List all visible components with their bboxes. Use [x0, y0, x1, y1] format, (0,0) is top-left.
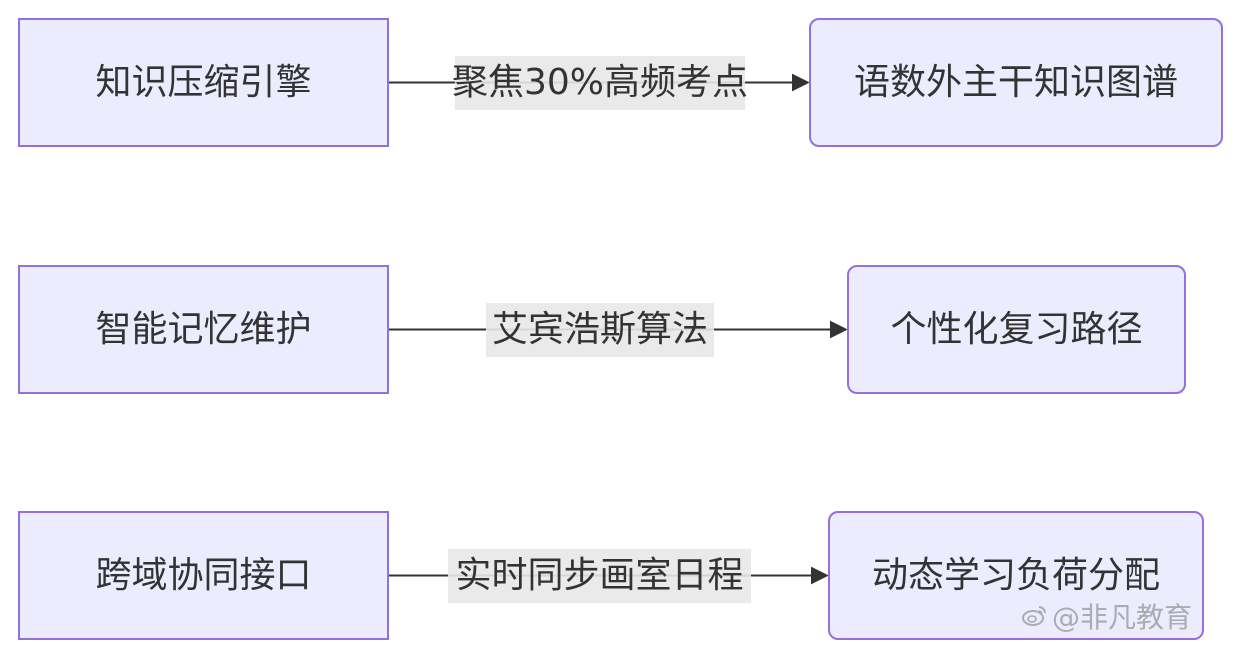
watermark-text: @非凡教育: [1052, 601, 1193, 634]
node-label: 智能记忆维护: [95, 309, 311, 350]
edge-label-background: [486, 303, 714, 357]
node-knowledge-graph[interactable]: 语数外主干知识图谱: [809, 18, 1223, 147]
weibo-logo-icon: [1022, 606, 1046, 626]
edge-row-3: 实时同步画室日程: [389, 549, 829, 603]
node-label: 动态学习负荷分配: [872, 555, 1160, 596]
flow-row-1: 知识压缩引擎 聚焦30%高频考点 语数外主干知识图谱: [18, 18, 1223, 147]
edge-row-2: 艾宾浩斯算法: [389, 303, 848, 357]
edge-label: 聚焦30%高频考点: [452, 62, 748, 103]
node-label: 个性化复习路径: [890, 309, 1142, 350]
node-personalized-review-path[interactable]: 个性化复习路径: [847, 265, 1186, 394]
flow-row-3: 跨域协同接口 实时同步画室日程 动态学习负荷分配: [18, 511, 1204, 640]
flow-row-2: 智能记忆维护 艾宾浩斯算法 个性化复习路径: [18, 265, 1186, 394]
node-cross-domain-interface[interactable]: 跨域协同接口: [18, 511, 389, 640]
node-dynamic-learning-load[interactable]: 动态学习负荷分配: [828, 511, 1204, 640]
node-label: 知识压缩引擎: [95, 62, 311, 103]
edge-label: 艾宾浩斯算法: [492, 309, 708, 350]
edge-label-background: [448, 549, 751, 603]
node-intelligent-memory-maintenance[interactable]: 智能记忆维护: [18, 265, 389, 394]
node-knowledge-compression-engine[interactable]: 知识压缩引擎: [18, 18, 389, 147]
watermark: @非凡教育: [1022, 598, 1192, 634]
node-label: 跨域协同接口: [95, 555, 311, 596]
node-label: 语数外主干知识图谱: [854, 62, 1178, 103]
edge-row-1: 聚焦30%高频考点: [389, 56, 810, 110]
edge-label-background: [455, 56, 745, 110]
edge-label: 实时同步画室日程: [455, 555, 743, 596]
